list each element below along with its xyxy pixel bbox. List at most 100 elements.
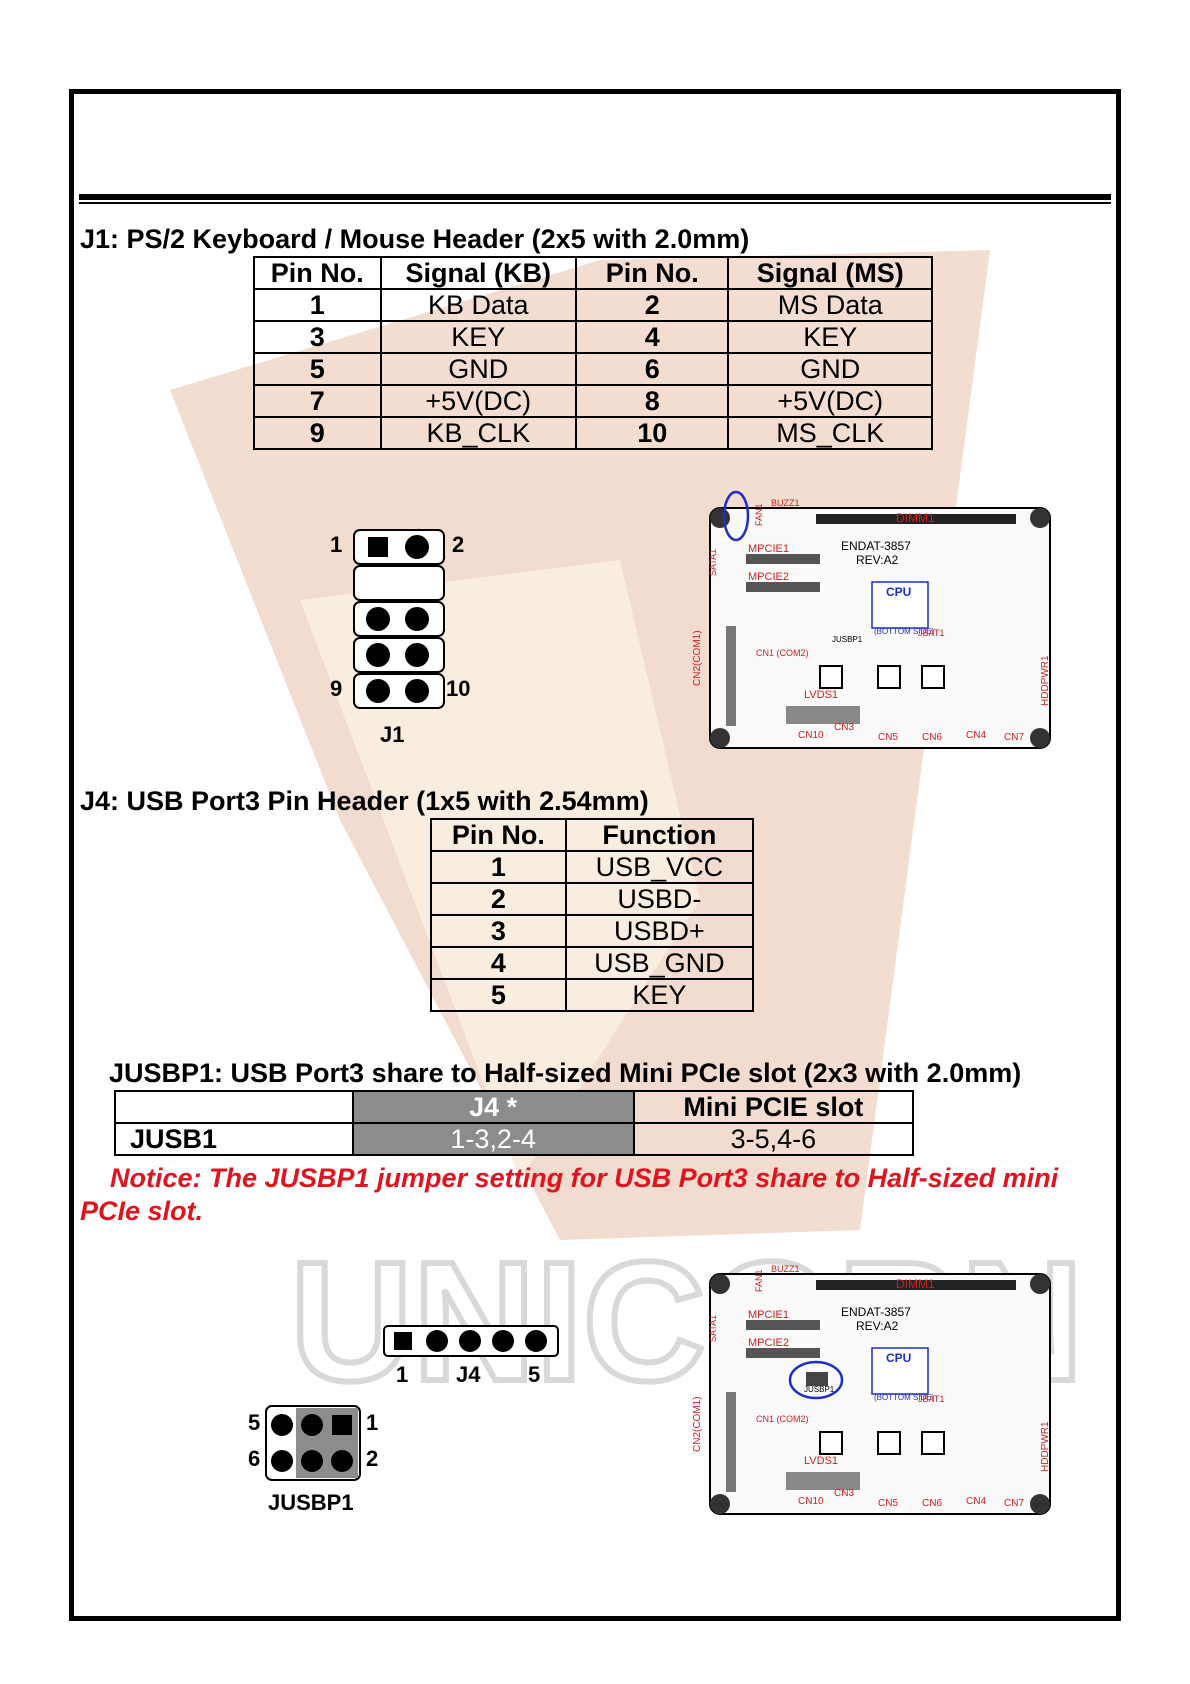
jumper-name: JUSB1 [114, 1122, 354, 1156]
j1-highlight-ring [722, 490, 750, 542]
board-label-cn1: CN1 (COM2) [756, 1414, 809, 1424]
table-row: 4 USB_GND [430, 946, 755, 980]
board-label-buzz: BUZZ1 [771, 498, 800, 508]
board-cpu-label: CPU [886, 1351, 911, 1365]
signal-name: +5V(DC) [727, 384, 933, 418]
signal-name: KEY [379, 320, 578, 354]
j4-header-diagram [383, 1325, 559, 1357]
jusbp1-table: J4 * Mini PCIE slot JUSB1 1-3,2-4 3-5,4-… [114, 1090, 915, 1156]
board-rev: REV:A2 [856, 1319, 899, 1333]
table-row: 7 +5V(DC) 8 +5V(DC) [253, 384, 933, 418]
board-cpu-label: CPU [886, 585, 911, 599]
j4-title: J4: USB Port3 Pin Header (1x5 with 2.54m… [80, 786, 649, 816]
board-label-fan: FAN1 [754, 503, 764, 526]
pin-number: 2 [575, 288, 730, 322]
board-label-hddpwr: HDDPWR1 [1040, 655, 1051, 706]
table-row: JUSB1 1-3,2-4 3-5,4-6 [114, 1122, 915, 1156]
signal-name: KEY [564, 978, 755, 1012]
board-label-buzz: BUZZ1 [771, 1264, 800, 1274]
jumper-setting-minipcie: 3-5,4-6 [632, 1122, 915, 1156]
jusbp1-header-minipcie: Mini PCIE slot [632, 1090, 915, 1124]
signal-name: MS_CLK [727, 416, 933, 450]
j1-pin10-label: 10 [446, 676, 471, 701]
jusbp1-pin2-label: 2 [366, 1446, 379, 1471]
board-label-jbat: JBAT1 [918, 628, 944, 638]
j1-pin2-label: 2 [452, 532, 465, 557]
jusbp1-pin5-label: 5 [248, 1410, 261, 1435]
board-layout-diagram-jusbp1: DIMM1 MPCIE1 MPCIE2 ENDAT-3857 REV:A2 CP… [692, 1264, 1051, 1515]
table-row: 2 USBD- [430, 882, 755, 916]
signal-name: GND [379, 352, 578, 386]
j1-title: J1: PS/2 Keyboard / Mouse Header (2x5 wi… [80, 224, 750, 254]
pin-number: 9 [253, 416, 382, 450]
jumper-setting-j4: 1-3,2-4 [351, 1122, 635, 1156]
board-model: ENDAT-3857 [841, 1305, 911, 1319]
j1-header-signal-kb: Signal (KB) [379, 256, 578, 290]
j1-header-signal-ms: Signal (MS) [727, 256, 933, 290]
board-label-dimm: DIMM1 [896, 1277, 935, 1291]
jusbp1-notice: Notice: The JUSBP1 jumper setting for US… [80, 1163, 1059, 1226]
pin-number: 8 [575, 384, 730, 418]
table-row: 5 GND 6 GND [253, 352, 933, 386]
pin-number: 5 [430, 978, 567, 1012]
board-label-hddpwr: HDDPWR1 [1040, 1421, 1051, 1472]
signal-name: USBD- [564, 882, 755, 916]
jusbp1-header-j4: J4 * [351, 1090, 635, 1124]
board-label-cn6: CN6 [922, 732, 942, 743]
pin-number: 4 [575, 320, 730, 354]
signal-name: USBD+ [564, 914, 755, 948]
signal-name: KB Data [379, 288, 578, 322]
pin-number: 4 [430, 946, 567, 980]
j4-pin1-label: 1 [396, 1362, 409, 1387]
signal-name: MS Data [727, 288, 933, 322]
jusbp1-title: JUSBP1: USB Port3 share to Half-sized Mi… [109, 1058, 1022, 1088]
board-label-jbat: JBAT1 [918, 1394, 944, 1404]
pin-number: 3 [430, 914, 567, 948]
board-layout-diagram-j1: DIMM1 MPCIE1 MPCIE2 ENDAT-3857 REV:A2 CP… [692, 490, 1051, 749]
signal-name: GND [727, 352, 933, 386]
board-label-dimm: DIMM1 [896, 511, 935, 525]
board-cpu-note: (BOTTOM SIDE) [874, 1393, 935, 1402]
jusbp1-pin6-label: 6 [248, 1446, 261, 1471]
pin-number: 1 [430, 850, 567, 884]
pin-number: 5 [253, 352, 382, 386]
board-label-cn5: CN5 [878, 732, 898, 743]
board-label-mpcie2: MPCIE2 [748, 1337, 789, 1349]
jusbp1-header-diagram [265, 1405, 361, 1481]
header-rule [79, 194, 1111, 200]
board-label-cn4: CN4 [966, 730, 986, 741]
board-label-cn3: CN3 [834, 722, 854, 733]
table-row: 1 USB_VCC [430, 850, 755, 884]
board-label-lvds: LVDS1 [804, 689, 838, 701]
j1-pin9-label: 9 [330, 676, 343, 701]
signal-name: KEY [727, 320, 933, 354]
board-label-cn5: CN5 [878, 1498, 898, 1509]
j4-header-pin: Pin No. [430, 818, 567, 852]
board-label-cn7: CN7 [1004, 1498, 1024, 1509]
board-label-cn10: CN10 [798, 730, 824, 741]
table-row: 1 KB Data 2 MS Data [253, 288, 933, 322]
j4-figure-name: J4 [456, 1362, 481, 1387]
j1-header-pin-ms: Pin No. [575, 256, 730, 290]
pin-number: 1 [253, 288, 382, 322]
j4-header-function: Function [564, 818, 755, 852]
pin-number: 6 [575, 352, 730, 386]
j1-header-diagram [353, 529, 445, 709]
j4-pin5-label: 5 [528, 1362, 541, 1387]
signal-name: +5V(DC) [379, 384, 578, 418]
jusbp1-figure-name: JUSBP1 [268, 1490, 354, 1515]
board-label-fan: FAN1 [754, 1269, 764, 1292]
j1-figure-name: J1 [380, 722, 405, 747]
signal-name: USB_GND [564, 946, 755, 980]
signal-name: KB_CLK [379, 416, 578, 450]
board-label-mpcie1: MPCIE1 [748, 543, 789, 555]
board-label-cn10: CN10 [798, 1496, 824, 1507]
board-rev: REV:A2 [856, 553, 899, 567]
board-label-mpcie2: MPCIE2 [748, 571, 789, 583]
table-row: 3 KEY 4 KEY [253, 320, 933, 354]
board-label-cn7: CN7 [1004, 732, 1024, 743]
jusbp1-header-empty [114, 1090, 354, 1124]
board-label-mpcie1: MPCIE1 [748, 1309, 789, 1321]
board-label-cn1: CN1 (COM2) [756, 648, 809, 658]
page-frame [69, 89, 1121, 1621]
